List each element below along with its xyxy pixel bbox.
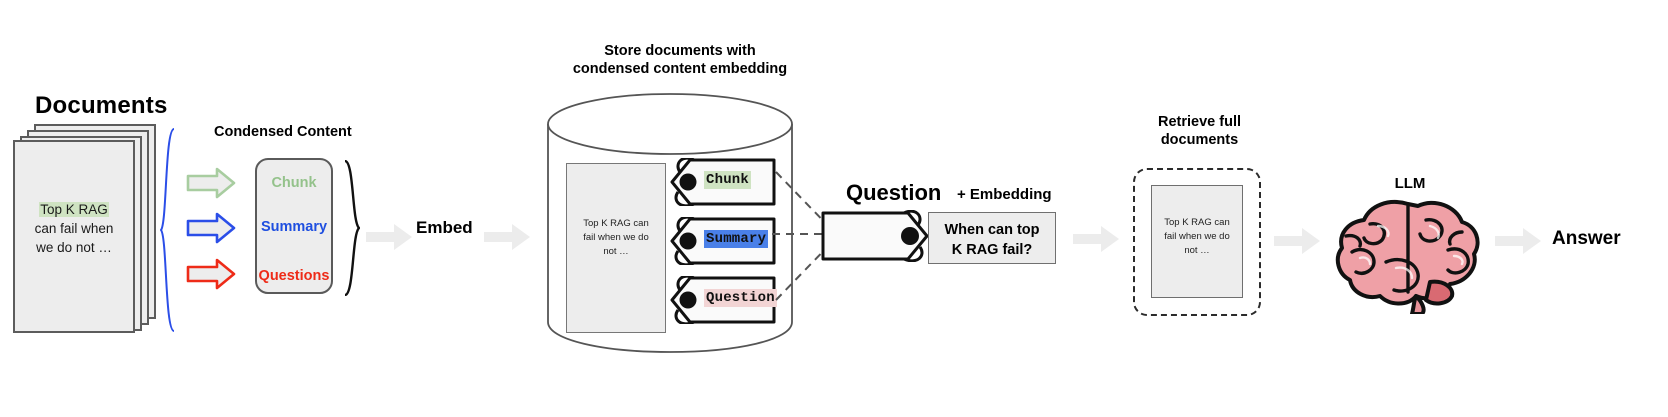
summary-arrow-blue	[186, 212, 236, 244]
condensed-content-title: Condensed Content	[214, 124, 352, 140]
tag-chunk-label: Chunk	[704, 171, 752, 189]
stored-doc-line1: Top K RAG can	[583, 218, 649, 229]
stored-document-text: Top K RAG can fail when we do not …	[566, 217, 666, 259]
question-embedding-suffix: + Embedding	[957, 186, 1052, 203]
question-box	[928, 212, 1056, 264]
condensed-label-questions: Questions	[258, 268, 330, 284]
arrow-retrieve-to-llm	[1274, 228, 1320, 254]
stored-doc-line2: fail when we do	[583, 232, 649, 243]
question-line1: When can top	[944, 222, 1040, 238]
arrow-to-embed	[366, 224, 412, 250]
condensed-label-chunk: Chunk	[271, 175, 317, 191]
answer-label: Answer	[1552, 228, 1621, 249]
document-text-line3: we do not …	[36, 240, 112, 255]
document-text-line2: can fail when	[34, 221, 114, 236]
condensed-content-box	[255, 158, 333, 294]
arrow-llm-to-answer	[1495, 228, 1541, 254]
question-title: Question	[846, 180, 942, 205]
question-box-text: When can top K RAG fail?	[928, 220, 1056, 260]
chunk-arrow-green	[186, 167, 236, 199]
arrow-embed-to-store	[484, 224, 530, 250]
tag-chunk: Chunk	[668, 156, 776, 208]
llm-title: LLM	[1394, 175, 1426, 192]
retrieved-doc-line3: not …	[1184, 245, 1210, 256]
retrieve-title-line2: documents	[1160, 132, 1239, 148]
condensed-label-summary: Summary	[260, 219, 328, 235]
blue-brace	[160, 128, 175, 332]
document-sheet-text: Top K RAG can fail when we do not …	[13, 200, 135, 257]
retrieve-title-line1: Retrieve full	[1158, 114, 1241, 130]
retrieve-title: Retrieve full documents	[1132, 113, 1267, 149]
black-brace	[343, 160, 360, 296]
store-title-line1: Store documents with	[604, 43, 756, 59]
arrow-question-to-retrieve	[1073, 226, 1119, 252]
retrieved-doc-line1: Top K RAG can	[1164, 217, 1230, 228]
store-title-line2: condensed content embedding	[572, 61, 788, 77]
document-highlight-phrase: Top K RAG	[39, 202, 109, 217]
retrieved-document	[1151, 185, 1243, 298]
documents-title: Documents	[35, 92, 168, 119]
tag-question-label: Question	[704, 289, 777, 307]
query-tag	[821, 210, 929, 262]
retrieved-doc-line2: fail when we do	[1164, 231, 1230, 242]
tag-question: Question	[668, 274, 777, 326]
tag-summary: Summary	[668, 215, 776, 267]
question-line2: K RAG fail?	[951, 242, 1033, 258]
document-sheet-front	[13, 140, 135, 333]
stored-document	[566, 163, 666, 333]
brain-icon	[1335, 200, 1480, 314]
retrieved-document-text: Top K RAG can fail when we do not …	[1151, 216, 1243, 258]
store-title: Store documents with condensed content e…	[560, 42, 800, 78]
stored-doc-line3: not …	[603, 246, 629, 257]
questions-arrow-red	[186, 258, 236, 290]
retrieve-dashed-container	[1133, 168, 1261, 316]
tag-summary-label: Summary	[704, 230, 769, 248]
embed-label: Embed	[416, 218, 473, 237]
